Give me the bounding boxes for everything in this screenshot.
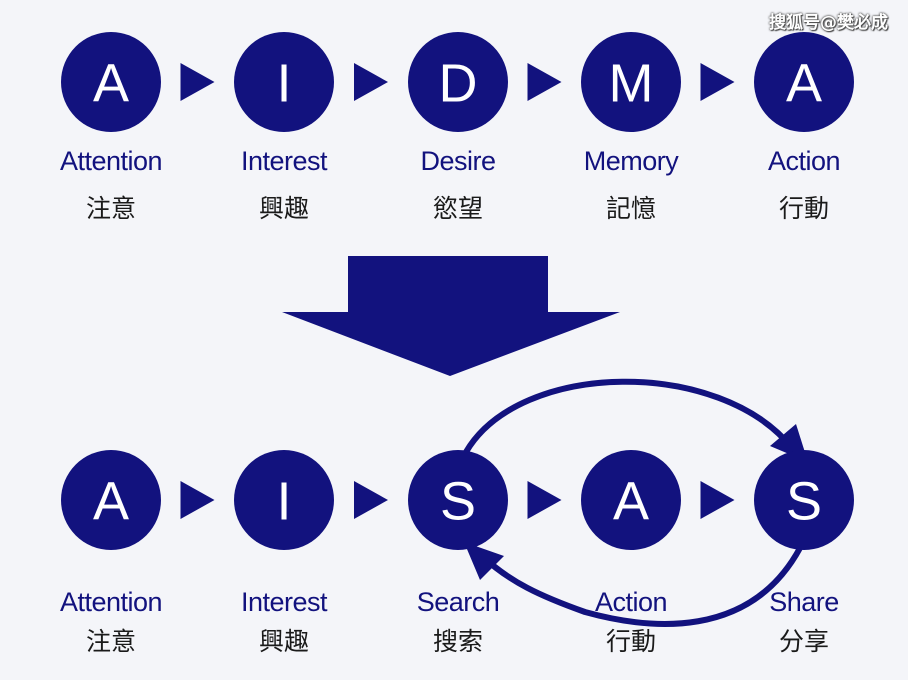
aidma-step-japanese-label: 注意 bbox=[86, 194, 136, 223]
curve-arrowhead-search bbox=[464, 542, 504, 580]
aisas-step-4: A Action 行動 bbox=[581, 450, 681, 656]
aisas-step-english-label: Interest bbox=[241, 587, 328, 617]
aisas-step-japanese-label: 興趣 bbox=[259, 627, 309, 656]
aidma-step-letter: A bbox=[786, 53, 822, 113]
aisas-step-english-label: Attention bbox=[60, 587, 162, 617]
aidma-step-arrow-1 bbox=[180, 63, 215, 101]
aidma-step-circle bbox=[754, 32, 854, 132]
aisas-step-arrow-2 bbox=[354, 481, 388, 519]
aisas-step-arrow-3 bbox=[527, 481, 562, 519]
aisas-step-2: I Interest 興趣 bbox=[234, 450, 334, 656]
aisas-step-english-label: Action bbox=[595, 587, 667, 617]
aisas-step-1: A Attention 注意 bbox=[60, 450, 163, 656]
watermark: 搜狐号@樊必成 bbox=[769, 13, 888, 33]
aidma-step-4: M Memory 記憶 bbox=[581, 32, 681, 223]
aidma-step-japanese-label: 興趣 bbox=[259, 194, 309, 223]
curve-arrow-search-to-share bbox=[463, 378, 795, 454]
curve-arrow-share-to-search bbox=[479, 546, 803, 627]
aidma-step-letter: M bbox=[609, 53, 654, 113]
aidma-step-arrow-2 bbox=[354, 63, 388, 101]
aidma-step-circle bbox=[581, 32, 681, 132]
aidma-step-letter: A bbox=[93, 53, 129, 113]
aidma-step-english-label: Action bbox=[768, 146, 840, 176]
transition-down-arrow bbox=[282, 256, 620, 376]
aidma-step-english-label: Memory bbox=[584, 146, 680, 176]
aisas-step-letter: S bbox=[786, 471, 822, 531]
aisas-step-japanese-label: 注意 bbox=[86, 627, 136, 656]
aisas-step-letter: A bbox=[93, 471, 129, 531]
aisas-step-circle bbox=[754, 450, 854, 550]
aisas-step-circle bbox=[234, 450, 334, 550]
aidma-step-arrow-3 bbox=[527, 63, 562, 101]
aidma-step-japanese-label: 記憶 bbox=[606, 194, 656, 223]
aidma-step-circle bbox=[61, 32, 161, 132]
aidma-step-3: D Desire 慾望 bbox=[408, 32, 508, 223]
aisas-step-letter: I bbox=[276, 471, 291, 531]
aisas-step-english-label: Search bbox=[417, 587, 500, 617]
aidma-step-1: A Attention 注意 bbox=[60, 32, 163, 223]
aidma-step-letter: D bbox=[439, 53, 478, 113]
aisas-step-3: S Search 搜索 bbox=[408, 450, 508, 656]
aidma-step-circle bbox=[234, 32, 334, 132]
aisas-step-letter: S bbox=[440, 471, 476, 531]
aidma-step-japanese-label: 行動 bbox=[779, 194, 829, 223]
aisas-step-circle bbox=[581, 450, 681, 550]
aidma-step-english-label: Desire bbox=[420, 146, 495, 176]
aidma-step-2: I Interest 興趣 bbox=[234, 32, 334, 223]
aisas-step-letter: A bbox=[613, 471, 649, 531]
aidma-row: A Attention 注意 I Interest 興趣 D Desire 慾望 M Memory 記… bbox=[60, 32, 854, 223]
aisas-step-arrow-1 bbox=[180, 481, 215, 519]
aidma-step-japanese-label: 慾望 bbox=[433, 194, 483, 223]
aisas-step-english-label: Share bbox=[769, 587, 839, 617]
aidma-step-letter: I bbox=[276, 53, 291, 113]
aidma-step-arrow-4 bbox=[700, 63, 735, 101]
aisas-step-circle bbox=[61, 450, 161, 550]
aisas-step-circle bbox=[408, 450, 508, 550]
aidma-step-5: A Action 行動 bbox=[754, 32, 854, 223]
aidma-step-circle bbox=[408, 32, 508, 132]
aidma-step-english-label: Attention bbox=[60, 146, 162, 176]
aisas-step-japanese-label: 分享 bbox=[779, 627, 829, 656]
aisas-step-japanese-label: 搜索 bbox=[433, 627, 483, 656]
aisas-step-japanese-label: 行動 bbox=[606, 627, 656, 656]
aisas-row: A Attention 注意 I Interest 興趣 S Search 搜索 A Action 行… bbox=[60, 450, 854, 656]
aisas-step-5: S Share 分享 bbox=[754, 450, 854, 656]
aidma-step-english-label: Interest bbox=[241, 146, 328, 176]
aisas-step-arrow-4 bbox=[700, 481, 735, 519]
